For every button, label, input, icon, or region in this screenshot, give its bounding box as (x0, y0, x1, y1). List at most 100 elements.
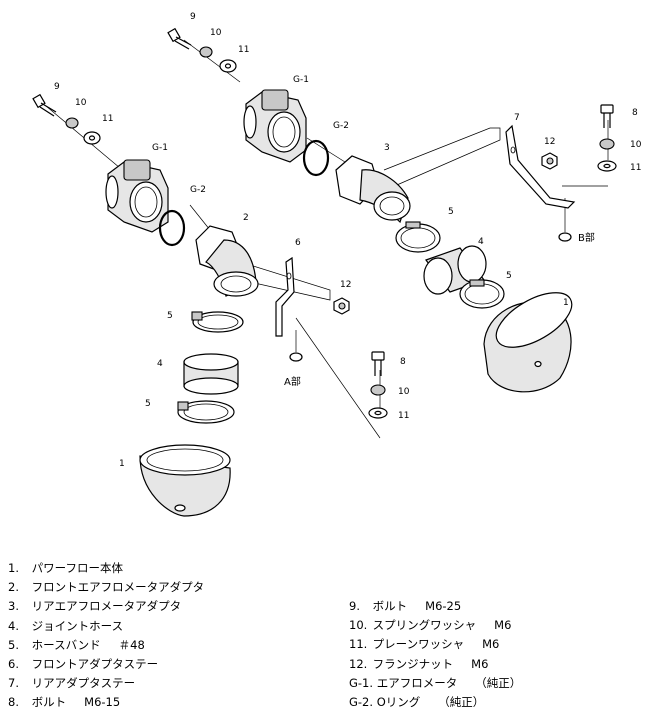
front-adapter-stay (275, 256, 295, 337)
legend-item-spec: M6-25 (425, 599, 462, 613)
legend-item: 12. フランジナット M6 (349, 655, 521, 674)
legend-item-name: パワーフロー本体 (31, 561, 123, 575)
bolt-m6-25-left (32, 93, 57, 117)
legend-item: 9. ボルト M6-25 (349, 597, 521, 616)
power-flow-filter-rear (483, 292, 573, 393)
callout-5-front-upper: 5 (167, 311, 173, 321)
callout-9-left: 9 (54, 82, 60, 92)
callout-3: 3 (384, 143, 390, 153)
legend-item-name: フランジナット (372, 656, 454, 671)
callout-11-center: 11 (398, 411, 409, 421)
bolt-m6-15-center (371, 351, 385, 376)
legend-item: 7. リアアダプタステー (8, 674, 204, 693)
rear-air-flow-meter-adapter (335, 155, 411, 224)
legend-item-number: 12. (349, 656, 368, 671)
legend-item-name: ボルト (372, 599, 408, 613)
legend-item-number: 11. (349, 637, 368, 652)
legend-item: G-1. エアフロメータ （純正） (349, 674, 521, 693)
legend-item: 1. パワーフロー本体 (8, 559, 204, 578)
callout-12-rear: 12 (544, 137, 555, 147)
legend-item-name: Oリング (376, 694, 421, 709)
legend-item-name: スプリングワッシャ (372, 618, 477, 633)
legend-item-spec: ＃48 (118, 637, 145, 652)
legend-item-name: ボルト (31, 695, 67, 710)
bolt-m6-15-right (600, 104, 614, 128)
hose-band-front-upper (191, 311, 244, 333)
power-flow-filter-front (139, 444, 231, 517)
legend-item-number: 3. (8, 599, 19, 614)
callout-5-front-lower: 5 (145, 399, 151, 409)
callout-g2-left: G-2 (190, 185, 206, 195)
callout-8-center: 8 (400, 357, 406, 367)
callout-5-rear-upper: 5 (448, 207, 454, 217)
legend-item-number: 1. (8, 561, 19, 575)
legend-item-number: 2. (8, 580, 19, 595)
callout-4-front: 4 (157, 359, 163, 369)
legend-item-number: 7. (8, 676, 19, 691)
legend-item-number: G-1. (349, 675, 374, 690)
o-ring-left (158, 209, 186, 247)
legend-item-name: エアフロメータ (376, 675, 458, 690)
callout-4-rear: 4 (478, 237, 484, 247)
legend-item-spec: （純正） (475, 675, 522, 690)
legend-item-name: プレーンワッシャ (372, 637, 465, 652)
a-section-washer (289, 352, 303, 362)
b-section-washer (558, 232, 572, 242)
legend-item-number: 5. (8, 637, 19, 652)
callout-5-rear-lower: 5 (506, 271, 512, 281)
hose-band-rear-lower (459, 279, 505, 309)
front-air-flow-meter-adapter (195, 225, 259, 297)
spring-washer-right (599, 138, 615, 150)
callout-a-section: A部 (284, 375, 301, 388)
callout-10-upper: 10 (210, 28, 222, 38)
legend-item-name: フロントアダプタステー (31, 656, 159, 671)
callout-6: 6 (295, 238, 301, 248)
callout-10-center: 10 (398, 387, 410, 397)
rear-adapter-stay (505, 124, 576, 209)
rear-air-flow-meter (243, 89, 307, 163)
callout-labels: 9 10 11 G-1 G-2 3 9 10 11 G-1 G-2 2 7 12… (54, 12, 642, 469)
callout-11-upper: 11 (238, 45, 249, 55)
front-air-flow-meter (105, 159, 169, 233)
legend-item-name: ジョイントホース (31, 618, 124, 633)
bolt-m6-25-upper (167, 27, 192, 50)
callout-2: 2 (243, 213, 249, 223)
callout-g1-left: G-1 (152, 143, 168, 153)
joint-hose-front (183, 353, 239, 395)
flange-nut-front (333, 297, 350, 315)
legend-item-spec: （純正） (438, 694, 485, 709)
exploded-parts-diagram: 9 10 11 G-1 G-2 3 9 10 11 G-1 G-2 2 7 12… (32, 12, 642, 517)
callout-11-left: 11 (102, 114, 113, 124)
legend-item: 3. リアエアフロメータアダプタ (8, 597, 204, 616)
legend-item-number: 9. (349, 599, 360, 613)
hose-band-rear-upper (395, 221, 441, 253)
o-ring-upper (302, 139, 330, 177)
legend-item-number: 8. (8, 695, 19, 710)
legend-item-name: フロントエアフロメータアダプタ (31, 580, 205, 595)
callout-10-left: 10 (75, 98, 87, 108)
callout-12-front: 12 (340, 280, 351, 290)
legend-item-spec: M6 (482, 637, 500, 652)
legend-item-spec: M6 (494, 618, 512, 633)
legend-item-spec: M6 (471, 656, 489, 671)
legend-item: 2. フロントエアフロメータアダプタ (8, 578, 204, 597)
callout-b-section: B部 (578, 231, 595, 244)
callout-7: 7 (514, 113, 520, 123)
legend-item: 4. ジョイントホース (8, 617, 204, 636)
legend-item-number: G-2. (349, 694, 374, 709)
spring-washer-upper (199, 46, 213, 58)
callout-g2-upper: G-2 (333, 121, 349, 131)
callout-1-rear: 1 (563, 298, 569, 308)
legend-item: 6. フロントアダプタステー (8, 655, 204, 674)
legend-item: 11. プレーンワッシャ M6 (349, 635, 521, 654)
legend-item: 5. ホースバンド ＃48 (8, 636, 204, 655)
legend-item-name: リアエアフロメータアダプタ (31, 599, 182, 614)
hose-band-front-lower (177, 400, 235, 424)
callout-11-right: 11 (630, 163, 641, 173)
legend-item-name: ホースバンド (31, 637, 101, 652)
legend-item-number: 6. (8, 656, 19, 671)
flange-nut-rear (541, 152, 558, 170)
callout-1-front: 1 (119, 459, 125, 469)
